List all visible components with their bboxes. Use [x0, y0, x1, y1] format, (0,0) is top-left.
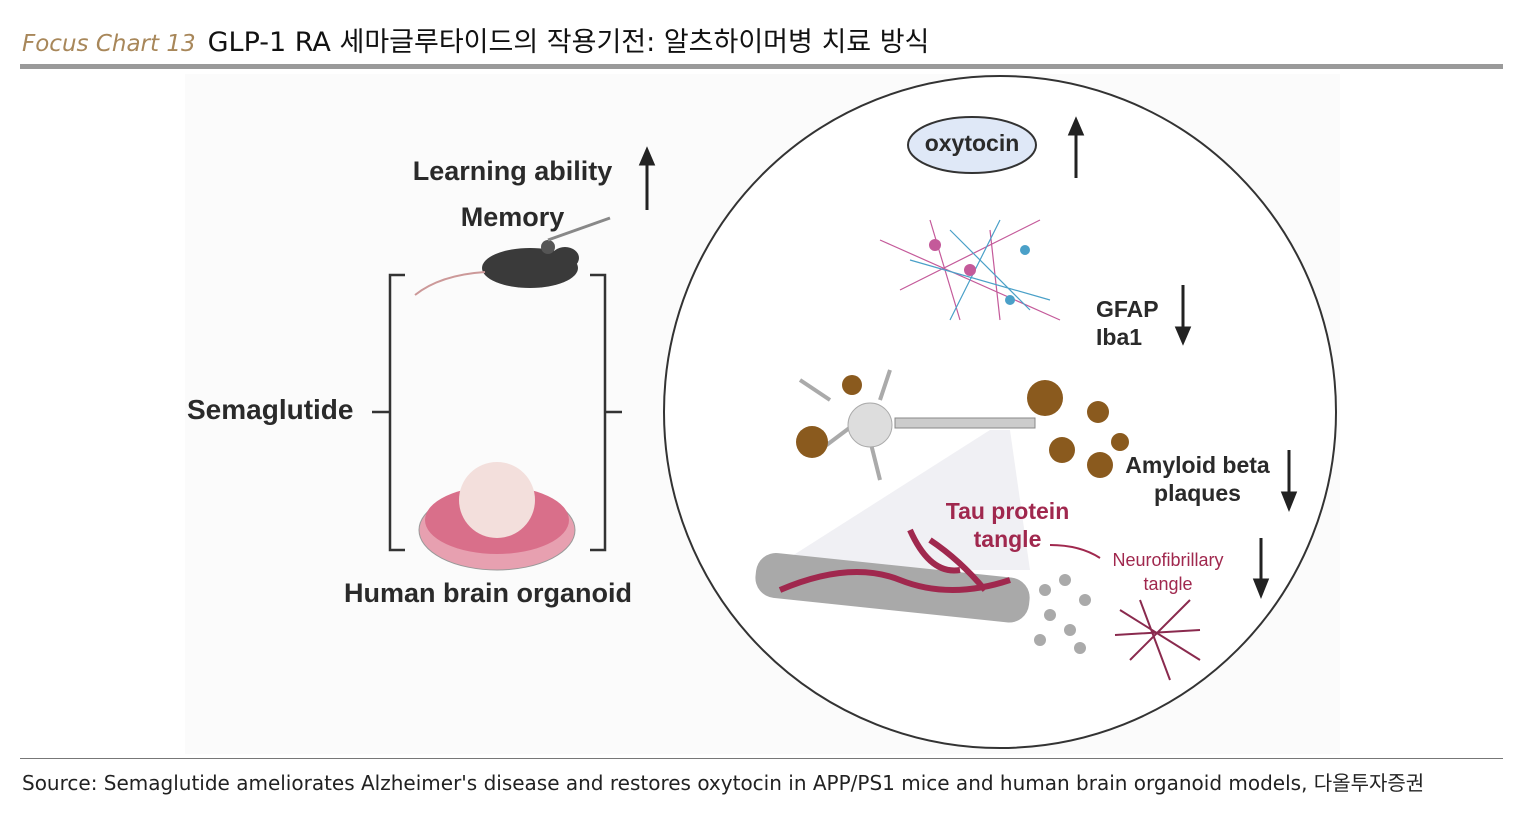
mouse-icon	[414, 216, 611, 296]
glia-markers: GFAP Iba1	[1096, 295, 1159, 351]
neuron-icon	[796, 369, 1129, 481]
down-arrow-icon	[1174, 326, 1192, 346]
zoom-cone	[770, 430, 1030, 570]
amyloid-line2: plaques	[1154, 480, 1241, 506]
organoid-label: Human brain organoid	[344, 578, 633, 608]
chart-header: Focus Chart 13 GLP-1 RA 세마글루타이드의 작용기전: 알츠…	[22, 20, 929, 59]
nft-line2: tangle	[1143, 574, 1193, 594]
nft-line1: Neurofibrillary	[1112, 550, 1224, 570]
gfap-label: GFAP	[1096, 296, 1159, 322]
tau-monomers	[1034, 574, 1091, 654]
chart-number: Focus Chart 13	[22, 31, 196, 57]
effect-labels: Learning ability Memory	[405, 148, 620, 240]
glia-cells-icon	[879, 219, 1061, 321]
tau-label: Tau protein tangle	[935, 497, 1080, 553]
tau-line2: tangle	[973, 526, 1042, 552]
amyloid-label: Amyloid beta plaques	[1120, 451, 1275, 507]
oxytocin-label: oxytocin	[924, 130, 1020, 156]
down-arrow-icon	[1280, 491, 1298, 513]
nft-label: Neurofibrillary tangle	[1098, 548, 1238, 596]
chart-title: GLP-1 RA 세마글루타이드의 작용기전: 알츠하이머병 치료 방식	[207, 27, 930, 58]
up-arrow-icon	[1067, 116, 1085, 136]
memory-label: Memory	[460, 202, 565, 232]
microtubule-icon	[755, 528, 1101, 623]
brain-zoom-circle	[663, 75, 1337, 749]
oxytocin-badge	[907, 116, 1037, 174]
amyloid-line1: Amyloid beta	[1125, 452, 1270, 478]
arrows	[638, 116, 1298, 600]
tau-line1: Tau protein	[945, 498, 1070, 524]
learning-ability-label: Learning ability	[412, 156, 613, 186]
header-rule	[20, 64, 1503, 69]
semaglutide-label: Semaglutide	[187, 394, 354, 425]
bracket	[372, 273, 622, 552]
down-arrow-icon	[1252, 578, 1270, 600]
neurofibrillary-tangle-icon	[1114, 599, 1201, 681]
source-note: Source: Semaglutide ameliorates Alzheime…	[22, 771, 1425, 795]
petri-dish-icon	[418, 462, 576, 571]
footer-rule	[20, 758, 1503, 759]
iba1-label: Iba1	[1096, 324, 1143, 350]
up-arrow-icon	[638, 146, 656, 166]
